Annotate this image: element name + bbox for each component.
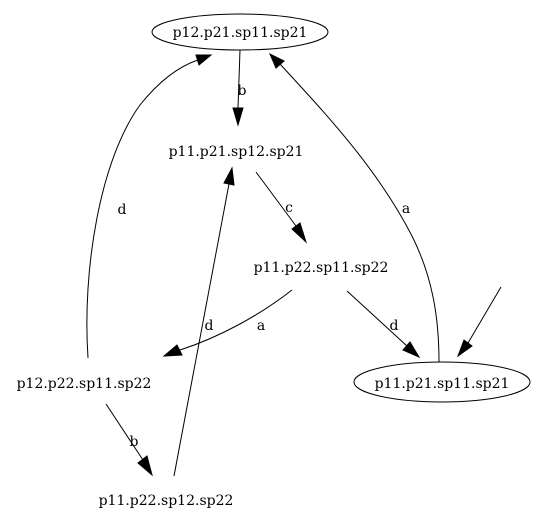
edge-e9-arrowhead [456, 339, 473, 358]
node-n5-ellipse [353, 361, 531, 403]
edge-e2-arrowhead [291, 222, 308, 244]
node-n5-label: p11.p21.sp11.sp21 [375, 376, 510, 392]
edge-e1-arrowhead [232, 107, 244, 127]
node-n4-label: p12.p22.sp11.sp22 [17, 376, 152, 392]
edge-e2-label: c [285, 200, 293, 216]
edge-e6-arrowhead [269, 52, 285, 69]
edge-e9 [456, 286, 502, 358]
edge-e9-path [467, 286, 502, 344]
edge-e5-label: d [118, 202, 127, 218]
edge-e7-arrowhead [137, 455, 153, 477]
node-n3: p11.p22.sp11.sp22 [254, 260, 389, 276]
node-n4: p12.p22.sp11.sp22 [17, 376, 152, 392]
edge-e4: d [346, 290, 421, 359]
edge-e4-arrowhead [402, 341, 421, 359]
node-n2-label: p11.p21.sp12.sp21 [169, 144, 304, 160]
edge-e4-label: d [390, 318, 399, 334]
node-n6-label: p11.p22.sp12.sp22 [99, 493, 234, 509]
node-n5: p11.p21.sp11.sp21 [353, 361, 531, 403]
node-n1-label: p12.p21.sp11.sp21 [173, 25, 308, 41]
edge-e2: c [255, 171, 308, 244]
edge-e8-arrowhead [223, 166, 235, 186]
node-n3-label: p11.p22.sp11.sp22 [254, 260, 389, 276]
edge-e1-path [237, 49, 241, 109]
edge-e1-label: b [238, 83, 247, 99]
edge-e6-label: a [402, 201, 410, 217]
edge-e8: d [173, 166, 235, 477]
edge-e8-label: d [205, 318, 214, 334]
node-n2: p11.p21.sp12.sp21 [169, 144, 304, 160]
edge-e6: a [269, 52, 440, 363]
edge-e2-path [255, 171, 297, 227]
edge-e5-path [86, 59, 199, 359]
edge-e6-path [279, 63, 440, 363]
edge-e3-path [179, 289, 293, 351]
edge-e5: d [86, 54, 213, 359]
edge-e5-arrowhead [195, 54, 213, 66]
edge-e3-label: a [257, 318, 265, 334]
edge-e8-path [173, 183, 230, 477]
edge-e7-label: b [130, 434, 139, 450]
edge-e7-path [105, 403, 144, 461]
edge-e3-arrowhead [162, 344, 183, 357]
edge-e3: a [162, 289, 293, 357]
node-n6: p11.p22.sp12.sp22 [99, 493, 234, 509]
edge-e7: b [105, 403, 153, 477]
node-n1: p12.p21.sp11.sp21 [151, 13, 329, 51]
edge-e4-path [346, 290, 408, 347]
edge-e1: b [232, 49, 247, 127]
